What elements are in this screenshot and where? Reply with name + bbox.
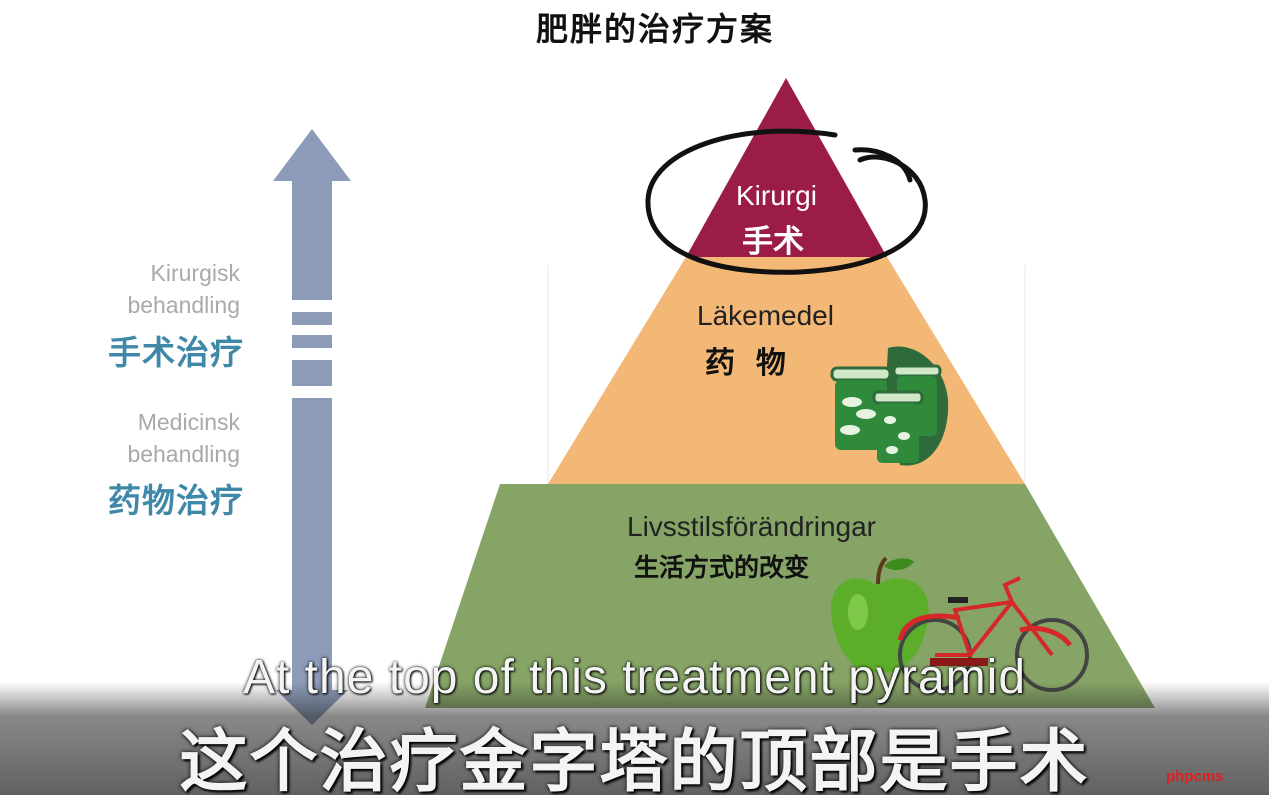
middle-tier-label-sv: Läkemedel xyxy=(697,300,834,331)
middle-tier-label-zh: 药 物 xyxy=(705,346,786,381)
bottom-tier-label-sv: Livsstilsförändringar xyxy=(627,511,876,542)
top-tier-label-sv: Kirurgi xyxy=(736,180,817,211)
surgical-treatment-label-zh: 手术治疗 xyxy=(108,333,244,372)
double-arrow-icon xyxy=(273,129,351,725)
surgical-sv-text: Kirurgisk behandling xyxy=(127,260,240,318)
subtitle-backdrop xyxy=(0,682,1269,795)
pyramid-middle-tier xyxy=(548,257,1025,484)
pyramid-top-tier xyxy=(686,78,887,257)
pill-bottles-icon xyxy=(830,346,949,466)
bottom-tier-label-zh: 生活方式的改变 xyxy=(634,553,810,582)
subtitle-english: At the top of this treatment pyramid xyxy=(242,651,1027,704)
page-title: 肥胖的治疗方案 xyxy=(535,10,774,48)
top-tier-label-zh: 手术 xyxy=(742,224,804,260)
apple-icon xyxy=(831,556,929,673)
medical-treatment-label-zh: 药物治疗 xyxy=(108,481,244,520)
surgical-treatment-label-sv: Kirurgisk behandling xyxy=(127,257,240,321)
subtitle-chinese: 这个治疗金字塔的顶部是手术 xyxy=(179,723,1090,795)
medical-sv-text: Medicinsk behandling xyxy=(127,409,240,467)
watermark-logo: phpcms xyxy=(1166,768,1224,785)
medical-treatment-label-sv: Medicinsk behandling xyxy=(127,406,240,470)
highlight-circle xyxy=(645,128,928,275)
